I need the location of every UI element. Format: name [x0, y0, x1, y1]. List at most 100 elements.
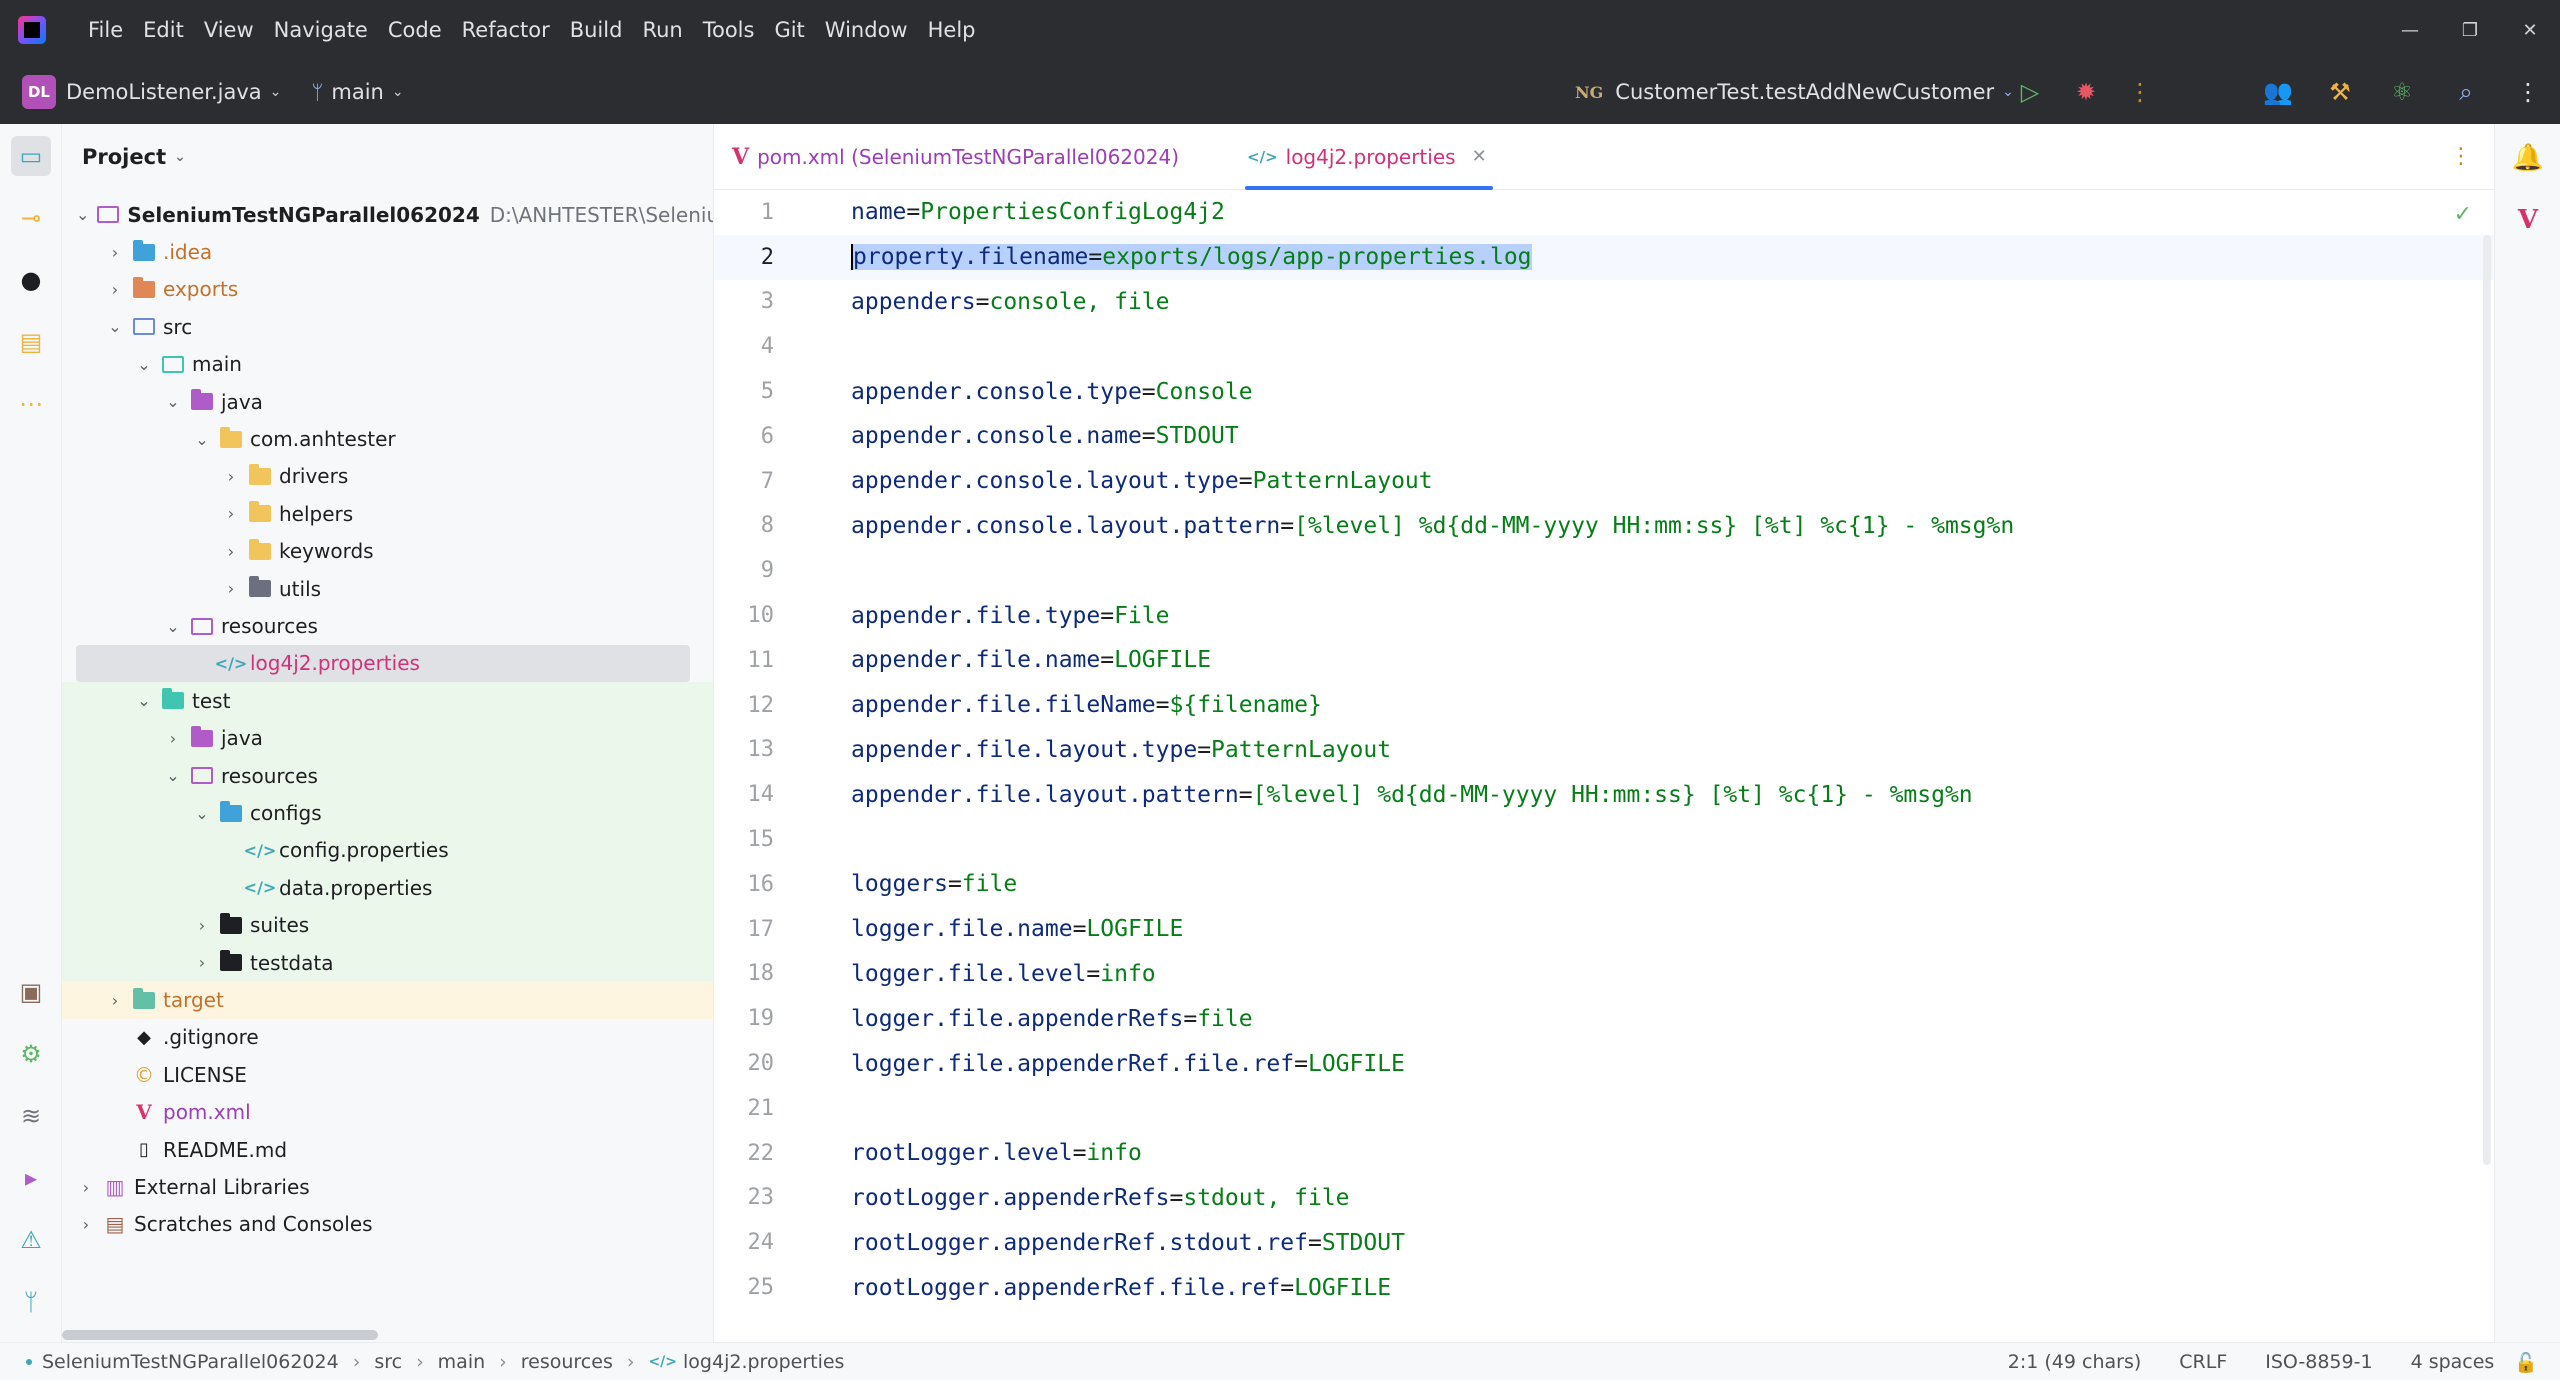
bookmarks-icon[interactable]: ▣ — [19, 978, 43, 1006]
chevron-right-icon[interactable]: › — [227, 541, 235, 561]
chevron-down-icon[interactable]: ⌄ — [137, 691, 151, 711]
line-separator[interactable]: CRLF — [2179, 1351, 2228, 1373]
tree-item[interactable]: ⌄com.anhtester — [62, 420, 713, 457]
tree-item[interactable]: ›◆.gitignore — [62, 1019, 713, 1056]
layers-icon[interactable]: ≋ — [20, 1102, 42, 1130]
tree-item[interactable]: ⌄resources — [62, 607, 713, 644]
github-icon[interactable]: ● — [20, 266, 42, 294]
tree-item[interactable]: ›drivers — [62, 458, 713, 495]
tree-item[interactable]: ›▥External Libraries — [62, 1168, 713, 1205]
tree-item[interactable]: ›.idea — [62, 233, 713, 270]
code-with-me-icon[interactable]: 👥 — [2263, 78, 2293, 106]
menu-refactor[interactable]: Refactor — [461, 18, 550, 42]
chevron-down-icon[interactable]: ⌄ — [195, 429, 209, 449]
run-configuration-selector[interactable]: NG CustomerTest.testAddNewCustomer ⌄ — [1575, 60, 2014, 124]
structure-tool-icon[interactable]: ▤ — [19, 328, 43, 356]
menu-code[interactable]: Code — [387, 18, 442, 42]
chevron-right-icon[interactable]: › — [169, 728, 177, 748]
menu-tools[interactable]: Tools — [702, 18, 755, 42]
chevron-right-icon[interactable]: › — [227, 504, 235, 524]
project-badge[interactable]: DL — [22, 75, 56, 109]
notifications-bell-icon[interactable]: 🔔 — [2511, 143, 2545, 173]
no-problems-check-icon[interactable]: ✓ — [2453, 202, 2472, 227]
close-window-button[interactable]: ✕ — [2522, 19, 2538, 41]
chevron-right-icon[interactable]: › — [111, 279, 119, 299]
vertical-scrollbar[interactable] — [2480, 235, 2494, 1165]
more-actions-icon[interactable]: ⋮ — [2128, 78, 2152, 106]
breadcrumb-item[interactable]: src — [374, 1350, 403, 1373]
vcs-branch-widget[interactable]: main — [331, 80, 384, 104]
tree-item[interactable]: ⌄configs — [62, 794, 713, 832]
tree-item[interactable]: ›testdata — [62, 944, 713, 982]
tab-log4j2-properties[interactable]: </> log4j2.properties ✕ — [1229, 124, 1505, 190]
breadcrumb-item[interactable]: SeleniumTestNGParallel062024 — [42, 1350, 339, 1373]
run-configuration-name[interactable]: CustomerTest.testAddNewCustomer — [1615, 80, 1995, 104]
tree-item[interactable]: ⌄src — [62, 308, 713, 345]
menu-run[interactable]: Run — [642, 18, 683, 42]
tab-options-icon[interactable]: ⋮ — [2450, 144, 2472, 169]
ai-assistant-icon[interactable]: ⚛ — [2391, 78, 2413, 106]
menu-navigate[interactable]: Navigate — [273, 18, 368, 42]
problems-icon[interactable]: ⚠ — [20, 1226, 42, 1254]
menu-edit[interactable]: Edit — [143, 18, 184, 42]
code-line[interactable]: 15 — [714, 817, 2494, 862]
minimize-button[interactable]: — — [2401, 19, 2419, 41]
tools-icon[interactable]: ⚒ — [2329, 78, 2351, 106]
project-panel-header[interactable]: Project ⌄ — [62, 124, 713, 190]
chevron-right-icon[interactable]: › — [227, 579, 235, 599]
chevron-right-icon[interactable]: › — [198, 915, 206, 935]
close-tab-icon[interactable]: ✕ — [1471, 146, 1487, 167]
indent-setting[interactable]: 4 spaces — [2410, 1351, 2495, 1373]
more-tools-icon[interactable]: ⋯ — [19, 390, 43, 418]
tree-item[interactable]: ›</>config.properties — [62, 831, 713, 870]
tree-item[interactable]: ›helpers — [62, 495, 713, 532]
code-line[interactable]: 9 — [714, 548, 2494, 593]
run-icon[interactable]: ▷ — [2020, 78, 2040, 106]
tree-item[interactable]: ›</>log4j2.properties — [76, 644, 690, 683]
tree-item[interactable]: ›▤Scratches and Consoles — [62, 1206, 713, 1243]
chevron-right-icon[interactable]: › — [82, 1177, 90, 1197]
code-line[interactable]: 4 — [714, 324, 2494, 369]
breadcrumb-item[interactable]: resources — [520, 1350, 613, 1373]
caret-position[interactable]: 2:1 (49 chars) — [2007, 1351, 2142, 1373]
chevron-down-icon[interactable]: ⌄ — [166, 766, 180, 786]
tree-item[interactable]: ›©LICENSE — [62, 1056, 713, 1093]
lock-icon[interactable]: 🔓 — [2514, 1351, 2538, 1374]
scrollbar-thumb[interactable] — [62, 1330, 378, 1340]
tree-item[interactable]: ⌄main — [62, 346, 713, 383]
project-widget[interactable]: DemoListener.java — [66, 80, 262, 104]
menu-help[interactable]: Help — [927, 18, 976, 42]
code-line[interactable]: 21 — [714, 1086, 2494, 1131]
menu-view[interactable]: View — [203, 18, 254, 42]
horizontal-scrollbar[interactable] — [62, 1324, 713, 1342]
menu-window[interactable]: Window — [824, 18, 908, 42]
debug-icon[interactable]: ✹ — [2075, 78, 2097, 106]
chevron-down-icon[interactable]: ⌄ — [195, 803, 209, 823]
tree-item[interactable]: ⌄resources — [62, 757, 713, 795]
tree-item[interactable]: ⌄test — [62, 682, 713, 720]
git-tool-icon[interactable]: ᛘ — [23, 1288, 39, 1316]
restore-button[interactable]: ❐ — [2461, 19, 2479, 41]
file-encoding[interactable]: ISO-8859-1 — [2265, 1351, 2373, 1373]
tree-item[interactable]: ›utils — [62, 570, 713, 607]
chevron-down-icon[interactable]: ⌄ — [108, 317, 122, 337]
chevron-right-icon[interactable]: › — [227, 466, 235, 486]
